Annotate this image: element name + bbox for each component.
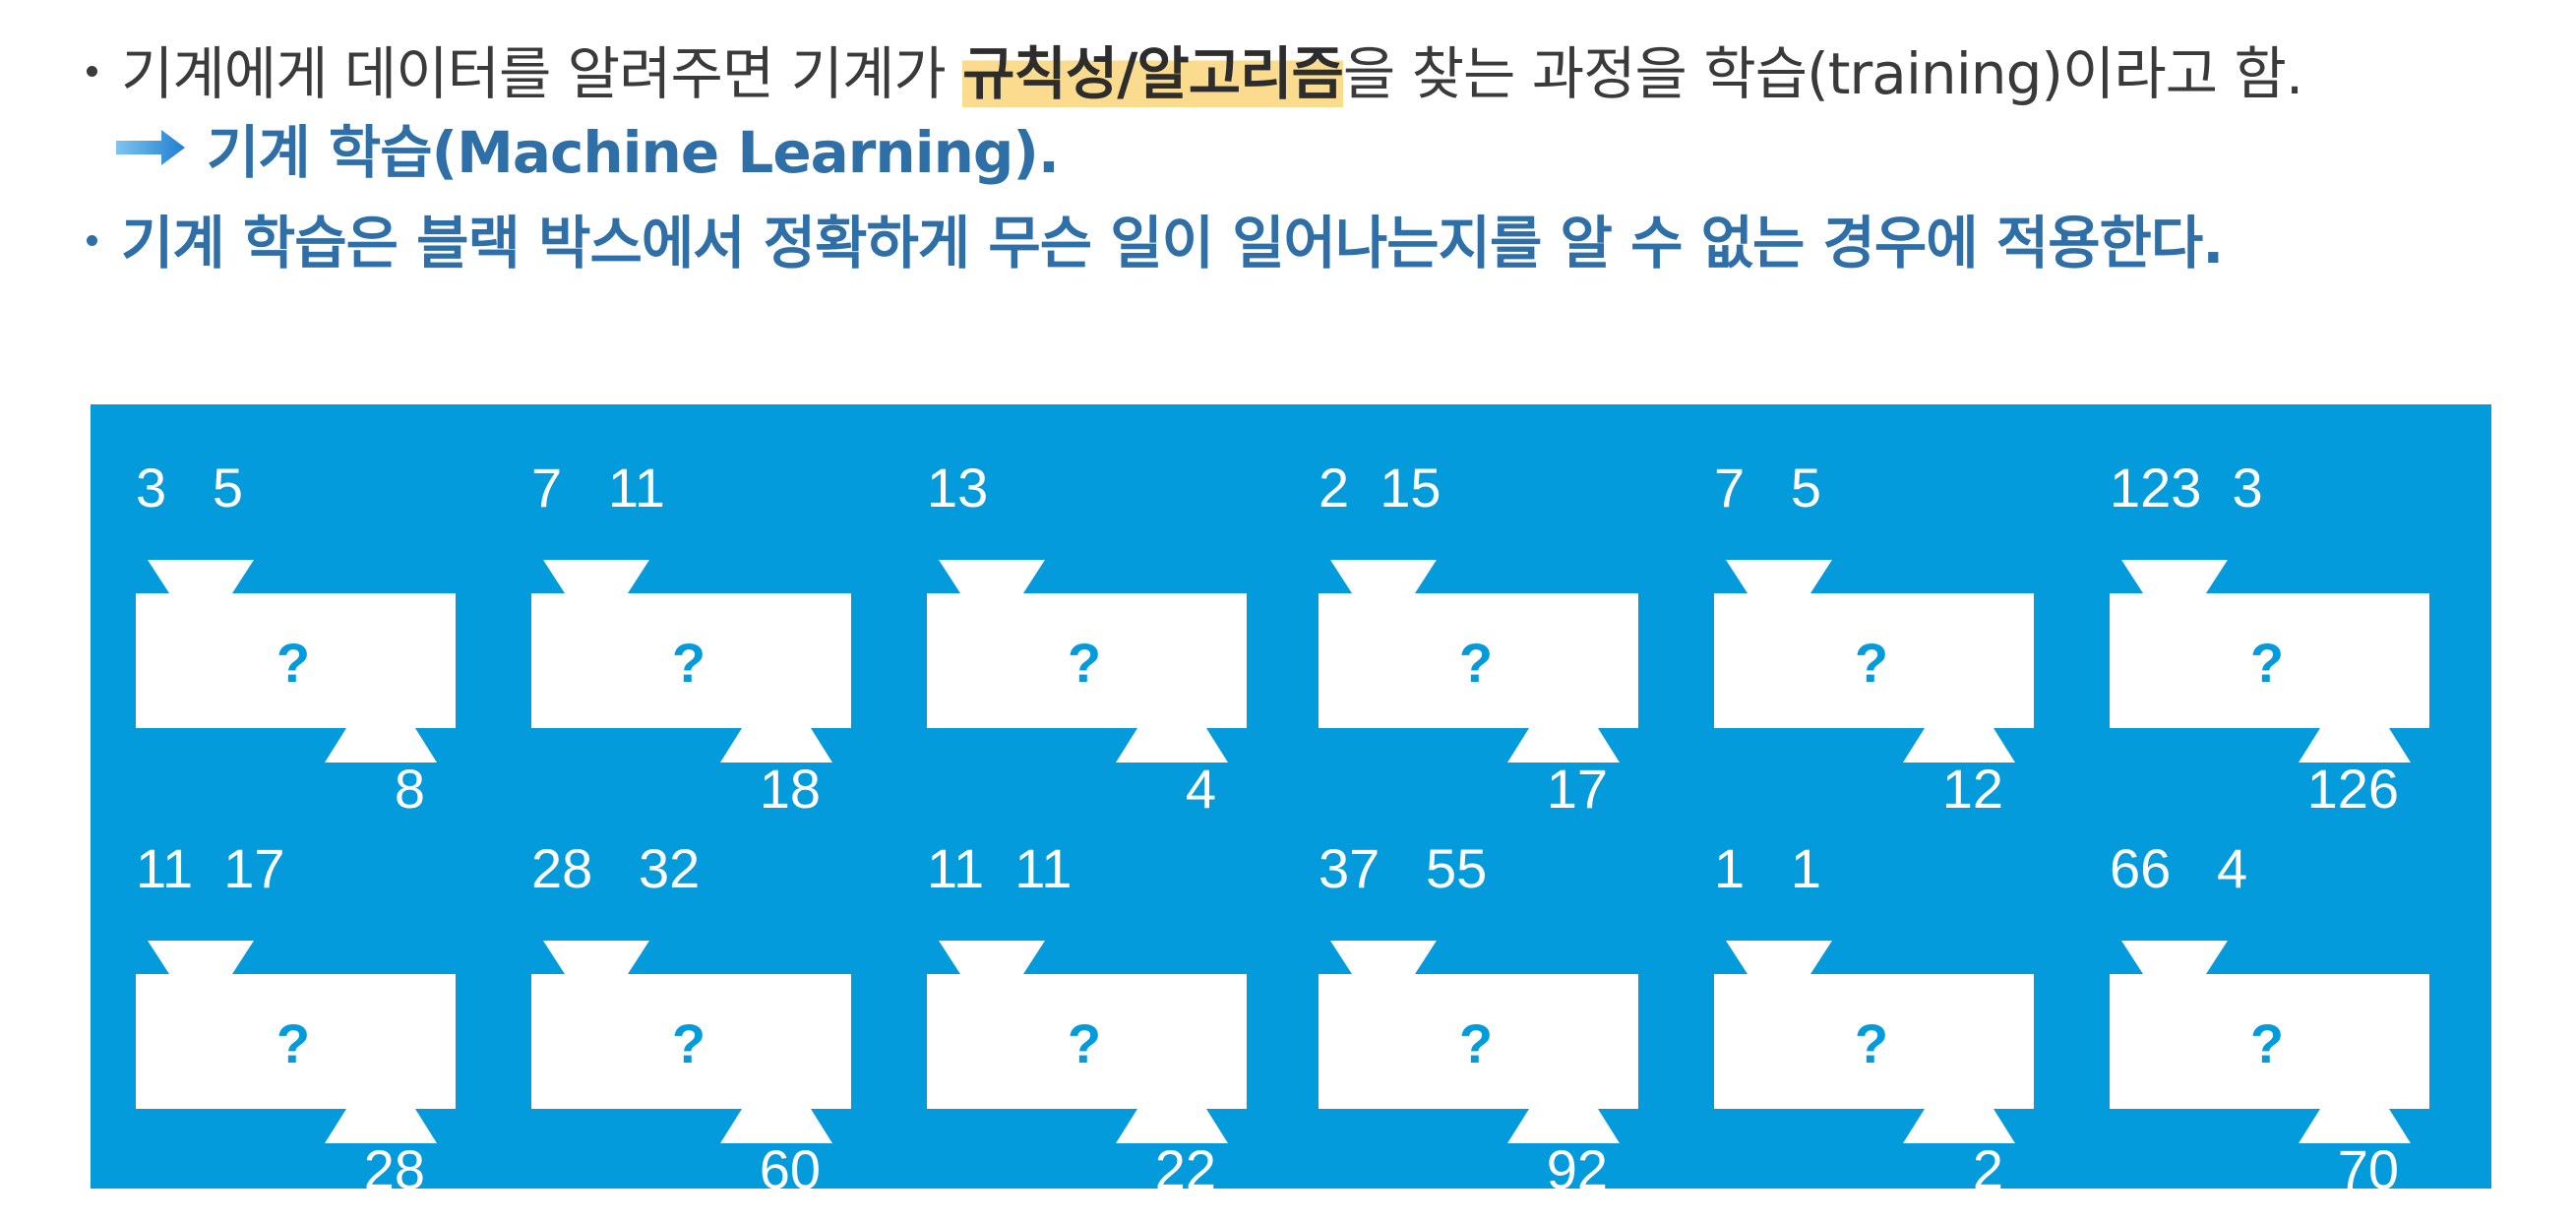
box-inputs: 37 55 [1319,837,1488,899]
black-box-machine [1714,941,2034,1143]
black-box-cell: 7 11 ? 18 [531,444,856,820]
black-box-machine [136,941,456,1143]
black-box-cell: 37 55 ? 92 [1319,825,1643,1200]
unknown-rule-mark: ? [1458,632,1494,694]
black-box-machine [1714,560,2034,763]
black-box-machine [1319,560,1638,763]
unknown-rule-mark: ? [1854,1012,1889,1074]
unknown-rule-mark: ? [276,632,311,694]
black-box-cell: 3 5 ? 8 [136,444,460,820]
black-box-cell: 123 3 ? 126 [2110,444,2434,820]
machine-learning-line: 기계 학습(Machine Learning). [116,106,1060,189]
bullet-dot [87,66,97,78]
unknown-rule-mark: ? [2249,1012,2285,1074]
black-box-machine [1319,941,1638,1143]
line3-text: 기계 학습은 블랙 박스에서 정확하게 무슨 일이 일어나는지를 알 수 없는 … [121,210,2224,276]
box-inputs: 123 3 [2110,457,2263,519]
box-inputs: 11 11 [927,837,1073,899]
bullet-line-training: 기계에게 데이터를 알려주면 기계가 규칙성/알고리즘을 찾는 과정을 학습(t… [87,28,2303,110]
box-output: 8 [394,758,425,820]
box-output: 12 [1941,758,2003,820]
line1-text-before: 기계에게 데이터를 알려주면 기계가 [121,40,963,107]
black-box-panel: 3 5 ? 8 7 11 ? 18 13 ? 4 2 15 [91,404,2491,1200]
black-box-cell: 7 5 ? 12 [1714,444,2039,820]
black-box-machine [927,560,1247,763]
box-inputs: 1 1 [1714,837,1821,899]
bullet-line-black-box: 기계 학습은 블랙 박스에서 정확하게 무슨 일이 일어나는지를 알 수 없는 … [87,197,2224,279]
unknown-rule-mark: ? [1854,632,1889,694]
black-box-cell: 13 ? 4 [927,444,1252,820]
black-box-cell: 66 4 ? 70 [2110,825,2434,1200]
box-inputs: 7 11 [531,457,665,519]
right-arrow-icon [116,130,185,165]
black-box-machine [531,560,851,763]
box-output: 92 [1546,1138,1608,1200]
black-box-machine [2110,941,2429,1143]
highlighted-term: 규칙성/알고리즘 [962,40,1344,107]
black-box-machine [2110,560,2429,763]
box-output: 2 [1972,1138,2003,1200]
black-box-machine [531,941,851,1143]
unknown-rule-mark: ? [1067,632,1102,694]
bullet-dot [87,235,97,247]
unknown-rule-mark: ? [276,1012,311,1074]
box-inputs: 7 5 [1714,457,1821,519]
black-box-machine [927,941,1247,1143]
unknown-rule-mark: ? [2249,632,2285,694]
box-output: 18 [759,758,821,820]
box-output: 22 [1154,1138,1216,1200]
box-inputs: 2 15 [1319,457,1441,519]
black-box-cell: 11 11 ? 22 [927,825,1252,1200]
unknown-rule-mark: ? [671,632,706,694]
unknown-rule-mark: ? [671,1012,706,1074]
unknown-rule-mark: ? [1067,1012,1102,1074]
box-inputs: 66 4 [2110,837,2248,899]
box-output: 17 [1546,758,1608,820]
machine-learning-label: 기계 학습(Machine Learning). [207,119,1060,186]
box-inputs: 11 17 [136,837,285,899]
box-inputs: 28 32 [531,837,701,899]
box-output: 28 [363,1138,425,1200]
box-inputs: 3 5 [136,457,243,519]
black-box-cell: 1 1 ? 2 [1714,825,2039,1200]
black-box-machine [136,560,456,763]
box-inputs: 13 [927,457,989,519]
box-output: 126 [2306,758,2399,820]
box-output: 4 [1185,758,1216,820]
line1-text-after: 을 찾는 과정을 학습(training)이라고 함. [1342,40,2303,107]
black-box-cell: 2 15 ? 17 [1319,444,1643,820]
box-output: 60 [759,1138,821,1200]
box-output: 70 [2337,1138,2399,1200]
black-box-cell: 28 32 ? 60 [531,825,856,1200]
black-box-cell: 11 17 ? 28 [136,825,460,1200]
unknown-rule-mark: ? [1458,1012,1494,1074]
